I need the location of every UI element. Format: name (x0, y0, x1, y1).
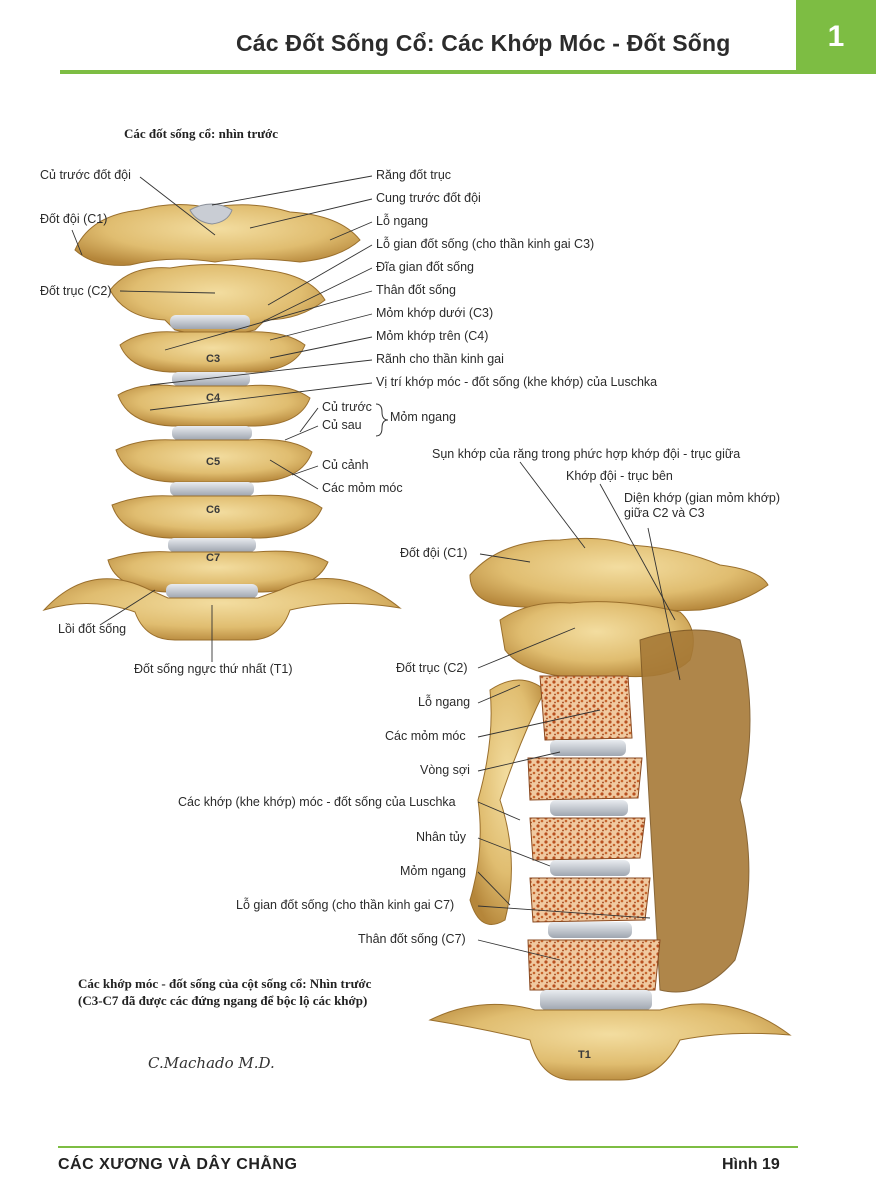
cervical-spine-sectioned-view: T1 (428, 461, 792, 1081)
artist-signature: C.Machado M.D. (148, 1054, 275, 1072)
sectioned-vertebral-bodies (527, 675, 661, 1010)
label2-dot-truc-c2: Đốt trục (C2) (396, 661, 468, 675)
chapter-number-badge: 1 (796, 0, 876, 74)
figure1-title: Các đốt sống cổ: nhìn trước (124, 126, 279, 141)
cervical-spine-anterior-view: C3 C4 C5 C6 C7 (42, 175, 402, 662)
label2-nhan-tuy: Nhân tủy (416, 830, 467, 844)
footer-section-title: CÁC XƯƠNG VÀ DÂY CHẰNG (58, 1156, 298, 1173)
label-mom-khop-duoi-c3: Mỏm khớp dưới (C3) (376, 306, 494, 320)
vertebra-label-c6: C6 (206, 504, 220, 516)
label-ranh-than-kinh-gai: Rãnh cho thần kinh gai (376, 352, 504, 366)
label-mom-ngang: Mỏm ngang (390, 410, 457, 424)
label-dot-truc-c2: Đốt trục (C2) (40, 284, 112, 298)
label-cung-truoc-dot-doi: Cung trước đốt đội (376, 191, 481, 205)
footer-divider (58, 1146, 798, 1148)
figure2-caption-line1: Các khớp móc - đốt sống của cột sống cổ:… (78, 976, 372, 991)
label2-cac-mom-moc: Các mỏm móc (385, 729, 466, 743)
vertebra-label-c4: C4 (206, 392, 221, 404)
label-dot-song-nguc-t1: Đốt sống ngực thứ nhất (T1) (134, 662, 293, 676)
vertebra-label-c3: C3 (206, 353, 220, 365)
vertebra-label-c7: C7 (206, 552, 220, 564)
label-giua-c2-c3: giữa C2 và C3 (624, 506, 705, 520)
figure2-caption-line2: (C3-C7 đã được các đứng ngang để bộc lộ … (78, 993, 368, 1008)
label2-dot-doi-c1: Đốt đội (C1) (400, 546, 468, 560)
figure2-leader-lines (477, 461, 681, 961)
label-cu-truoc: Củ trước (322, 400, 372, 414)
label2-than-dot-song-c7: Thân đốt sống (C7) (358, 932, 466, 946)
label2-mom-ngang: Mỏm ngang (400, 864, 467, 878)
bracket-mom-ngang (375, 403, 389, 437)
label-vi-tri-khop-moc-luschka: Vị trí khớp móc - đốt sống (khe khớp) củ… (376, 375, 658, 389)
label-dot-doi-c1: Đốt đội (C1) (40, 212, 108, 226)
label2-vong-soi: Vòng sợi (420, 763, 470, 777)
label-cu-canh: Củ cảnh (322, 458, 369, 472)
label-lo-ngang: Lỗ ngang (376, 214, 429, 228)
label2-lo-gian-dot-song-c7: Lỗ gian đốt sống (cho thần kinh gai C7) (236, 898, 455, 912)
label2-cac-khop-luschka: Các khớp (khe khớp) móc - đốt sống của L… (178, 795, 456, 809)
label-dia-gian-dot-song: Đĩa gian đốt sống (376, 260, 474, 274)
label-cu-truoc-dot-doi: Củ trước đốt đội (40, 168, 131, 182)
label2-lo-ngang: Lỗ ngang (418, 695, 471, 709)
label-cac-mom-moc: Các mỏm móc (322, 481, 403, 495)
label-khop-doi-truc-ben: Khớp đội - trục bên (566, 469, 673, 483)
vertebra-label-t1: T1 (578, 1049, 591, 1061)
label-cu-sau: Củ sau (322, 418, 362, 432)
figure1-leader-lines (71, 175, 373, 662)
label-than-dot-song: Thân đốt sống (376, 283, 456, 297)
page-title: Các Đốt Sống Cổ: Các Khớp Móc - Đốt Sống (236, 30, 731, 56)
label-sun-khop-rang: Sụn khớp của răng trong phức hợp khớp độ… (432, 447, 741, 461)
label-dien-khop: Diện khớp (gian mỏm khớp) (624, 491, 781, 505)
vertebra-label-c5: C5 (206, 456, 220, 468)
label-lo-gian-dot-song-c3: Lỗ gian đốt sống (cho thần kinh gai C3) (376, 237, 595, 251)
label-loi-dot-song: Lồi đốt sống (58, 622, 127, 636)
figure-number: Hình 19 (722, 1156, 780, 1173)
header-divider (60, 70, 796, 74)
label-rang-dot-truc: Răng đốt trục (376, 168, 452, 182)
label-mom-khop-tren-c4: Mỏm khớp trên (C4) (376, 329, 489, 343)
